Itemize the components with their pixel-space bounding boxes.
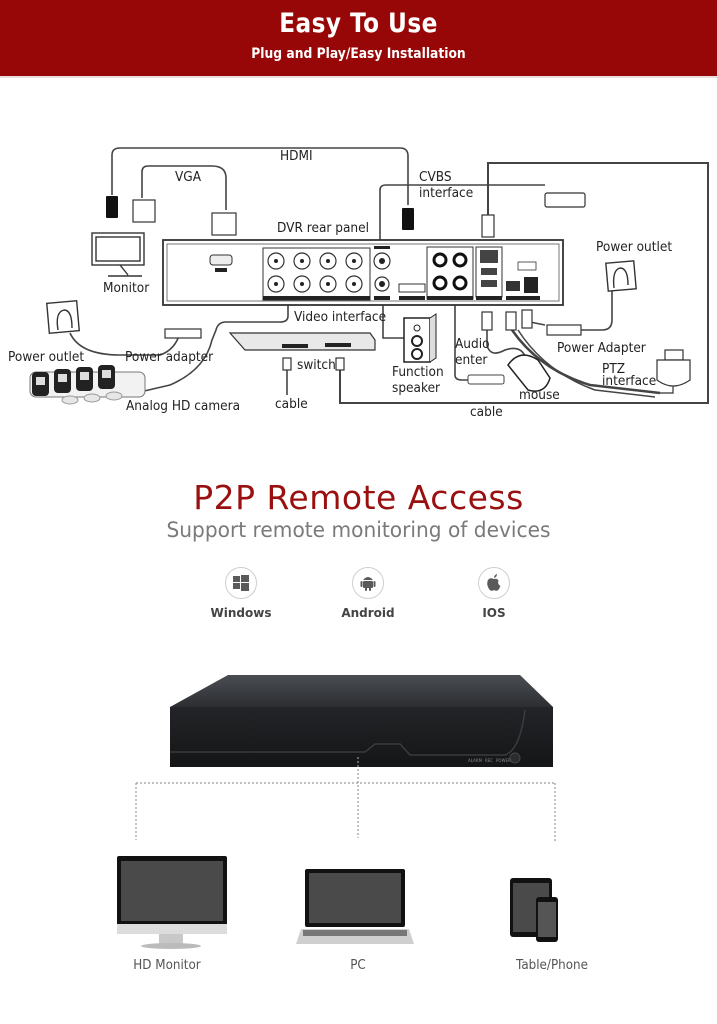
diagram-lines: [29, 147, 709, 405]
laptop-icon: [296, 869, 414, 944]
hdmi-cable: [111, 147, 409, 205]
label-monitor: Monitor: [103, 280, 150, 296]
device-illustrations: [117, 856, 558, 949]
label-cable-left: cable: [275, 396, 308, 412]
label-hdmi: HDMI: [280, 148, 313, 164]
hdmi-plug-left: [106, 196, 118, 218]
platform-windows: Windows: [186, 567, 296, 620]
label-ptz-1: PTZ: [602, 361, 626, 377]
power-outlet-right-illustration: [605, 260, 637, 292]
label-audio-enter-1: Audio: [455, 336, 490, 352]
power-outlet-left-illustration: [45, 299, 81, 335]
power-adapter-left-illustration: [164, 328, 202, 339]
dvr-device: ALARM REC POWER: [160, 660, 560, 775]
label-power-adapter-right: Power Adapter: [557, 340, 646, 356]
ethernet-plug: [481, 214, 495, 238]
platform-label: Android: [341, 606, 395, 620]
label-cvbs-2: interface: [419, 185, 474, 201]
apple-icon: [478, 567, 510, 599]
label-dvr-rear-panel: DVR rear panel: [277, 220, 369, 236]
label-mouse: mouse: [519, 387, 560, 403]
label-audio-enter-2: enter: [455, 352, 488, 368]
p2p-subtitle: Support remote monitoring of devices: [166, 518, 551, 542]
device-label-tablet-phone: Table/Phone: [515, 958, 589, 973]
banner-subtitle: Plug and Play/Easy Installation: [251, 46, 466, 62]
label-switch: switch: [297, 357, 336, 373]
ptz-camera-illustration: [656, 349, 691, 394]
platform-ios: IOS: [439, 567, 549, 620]
header-banner: Easy To Use Plug and Play/Easy Installat…: [0, 0, 717, 78]
video-interface-cable: [139, 305, 289, 393]
device-label-pc: PC: [350, 958, 366, 973]
cvbs-cable: [379, 184, 545, 240]
label-cvbs-1: CVBS: [419, 169, 452, 185]
vga-cable: [141, 165, 227, 210]
vga-plug-right: [211, 212, 237, 236]
android-icon: [352, 567, 384, 599]
bnc-plug: [544, 192, 586, 208]
platform-label: IOS: [482, 606, 506, 620]
analog-camera-illustration: [29, 365, 146, 405]
label-video-interface: Video interface: [294, 309, 387, 325]
dotted-connector-lines: [135, 757, 556, 841]
network-cable: [339, 162, 709, 404]
label-power-outlet-left: Power outlet: [8, 349, 85, 365]
connection-diagram: HDMI VGA CVBS interface DVR rear panel M…: [0, 130, 717, 430]
label-ptz-2: interface: [602, 373, 657, 389]
label-cable-bottom: cable: [470, 404, 503, 420]
banner-title: Easy To Use: [279, 8, 438, 39]
hd-monitor-icon: [117, 856, 227, 949]
label-analog-hd-camera: Analog HD camera: [126, 398, 241, 414]
speaker-illustration: [403, 313, 437, 363]
front-label-power: POWER: [496, 758, 511, 763]
mouse-illustration: [507, 354, 551, 392]
label-vga: VGA: [175, 169, 202, 185]
vga-plug-left: [132, 199, 156, 223]
network-switch-illustration: [228, 332, 376, 351]
windows-icon: [225, 567, 257, 599]
label-function-speaker-1: Function: [392, 364, 444, 380]
device-label-hd-monitor: HD Monitor: [133, 958, 201, 973]
hdmi-plug-right: [402, 208, 414, 230]
platform-android: Android: [313, 567, 423, 620]
label-function-speaker-2: speaker: [392, 380, 441, 396]
power-cable-left: [69, 332, 200, 356]
switch-plug-right: [335, 357, 345, 371]
front-label-rec: REC: [485, 758, 493, 763]
front-label-alarm: ALARM: [468, 758, 483, 763]
p2p-title: P2P Remote Access: [193, 478, 524, 517]
power-adapter-right-illustration: [546, 324, 582, 336]
monitor-illustration: [91, 232, 145, 277]
audio-jack-illustration: [467, 374, 505, 385]
label-power-adapter-left: Power adapter: [125, 349, 214, 365]
platform-label: Windows: [210, 606, 272, 620]
label-power-outlet-right: Power outlet: [596, 239, 673, 255]
dvr-rear-panel: [162, 239, 564, 306]
switch-plug-left: [282, 357, 292, 371]
tablet-phone-icon: [510, 878, 558, 942]
